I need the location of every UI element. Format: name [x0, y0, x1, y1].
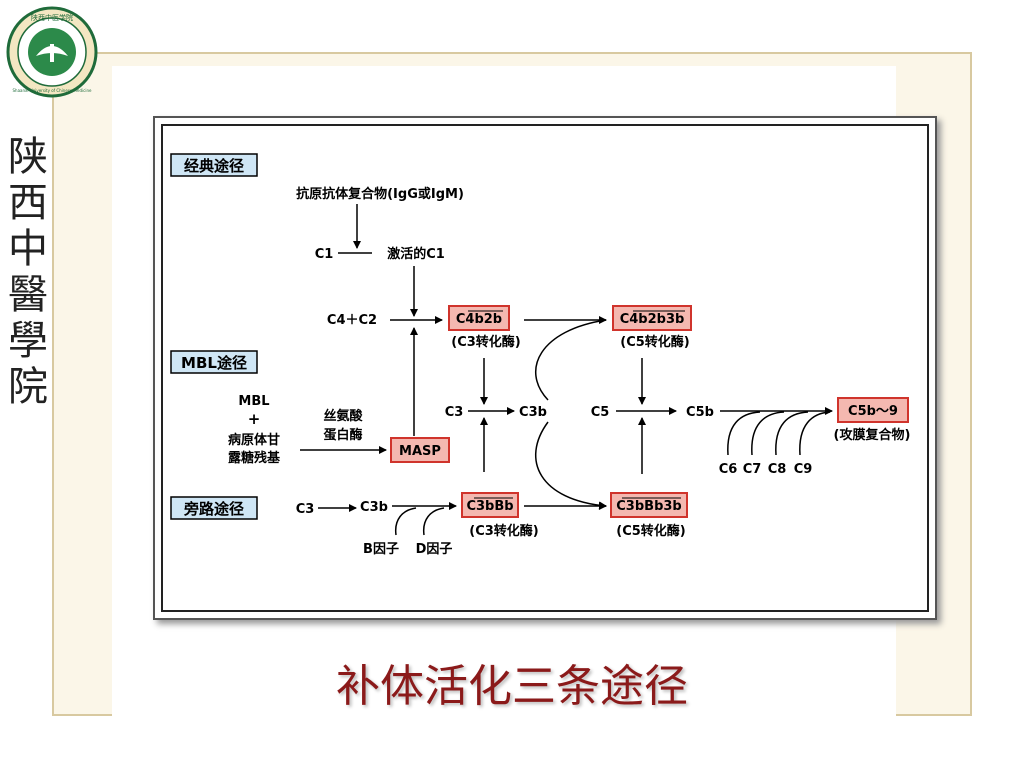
school-name-vertical: 陕 西 中 醫 學 院: [6, 134, 50, 410]
diagram-card: [153, 116, 937, 620]
university-logo: 陕西中医学院 Shaanxi University of Chinese Med…: [6, 6, 98, 98]
logo-english-text: Shaanxi University of Chinese Medicine: [13, 88, 92, 93]
school-char: 院: [8, 364, 48, 410]
diagram-card-border: [161, 124, 929, 612]
c3-alt-label: C3: [296, 502, 315, 517]
c9-label: C9: [794, 462, 813, 477]
curve-c6: [727, 411, 761, 456]
curve-c9: [799, 411, 831, 456]
c3b-mid-label: C3b: [519, 405, 547, 420]
c6-label: C6: [719, 462, 738, 477]
page-title: 补体活化三条途径: [336, 661, 688, 712]
activated-c1-label: 激活的C1: [387, 246, 445, 262]
mbl-plus-label: +: [248, 410, 261, 428]
school-char: 學: [8, 318, 48, 364]
c7-label: C7: [743, 462, 762, 477]
c3bbb-box: [461, 492, 519, 518]
curve-c3b-to-c4b2b3b: [534, 319, 607, 401]
c5-convertase-classic-label: (C5转化酶): [620, 334, 689, 350]
mbl-pathway-box: [170, 350, 258, 374]
c3bbb3b-label: C3bBb3b: [616, 499, 681, 514]
c5-label: C5: [591, 405, 610, 420]
classic-pathway-box: [170, 153, 258, 177]
masp-box: [390, 437, 450, 463]
c4b2b-box: [448, 305, 510, 331]
alternative-pathway-box: [170, 496, 258, 520]
c4b2b3b-label: C4b2b3b: [620, 312, 685, 327]
classic-pathway-label: 经典途径: [184, 157, 244, 175]
logo-text: 陕西中医学院: [31, 13, 73, 22]
masp-label: MASP: [399, 444, 441, 459]
mac-label: (攻膜复合物): [834, 427, 911, 443]
c4b2b-label: C4b2b: [456, 312, 502, 327]
c8-label: C8: [768, 462, 787, 477]
school-char: 陕: [8, 134, 48, 180]
factor-d-label: D因子: [416, 542, 453, 557]
serine-line2-label: 蛋白酶: [323, 427, 362, 443]
mbl-pathway-label: MBL途径: [181, 354, 247, 372]
c1-label: C1: [315, 247, 334, 262]
c3bbb-label: C3bBb: [466, 499, 513, 514]
factor-b-label: B因子: [363, 542, 399, 557]
curve-c8: [775, 411, 809, 456]
serine-line1-label: 丝氨酸: [323, 408, 363, 424]
c3-mid-label: C3: [445, 405, 464, 420]
alternative-pathway-label: 旁路途径: [183, 500, 244, 518]
pathogen-line2-label: 露糖残基: [228, 450, 281, 466]
mbl-label: MBL: [238, 394, 269, 409]
c5-convertase-alt-label: (C5转化酶): [616, 523, 685, 539]
c5b9-label: C5b～9: [848, 404, 898, 419]
school-char: 醫: [8, 272, 48, 318]
c3-convertase-alt-label: (C3转化酶): [469, 523, 538, 539]
c5b-label: C5b: [686, 405, 714, 420]
c3-convertase-classic-label: (C3转化酶): [451, 334, 520, 350]
c3b-alt-label: C3b: [360, 500, 388, 515]
curve-c3b-to-c3bbb3b: [534, 421, 607, 510]
curve-factor-d: [422, 507, 445, 536]
school-char: 中: [8, 226, 48, 272]
pathogen-line1-label: 病原体甘: [228, 432, 280, 448]
school-char: 西: [8, 180, 48, 226]
c4-c2-label: C4＋C2: [327, 313, 377, 328]
curve-c7: [751, 411, 785, 456]
c3bbb3b-box: [610, 492, 688, 518]
antigen-antibody-label: 抗原抗体复合物(IgG或IgM): [296, 186, 464, 202]
curve-factor-b: [394, 507, 417, 536]
c4b2b3b-box: [612, 305, 692, 331]
c5b9-box: [837, 397, 909, 423]
